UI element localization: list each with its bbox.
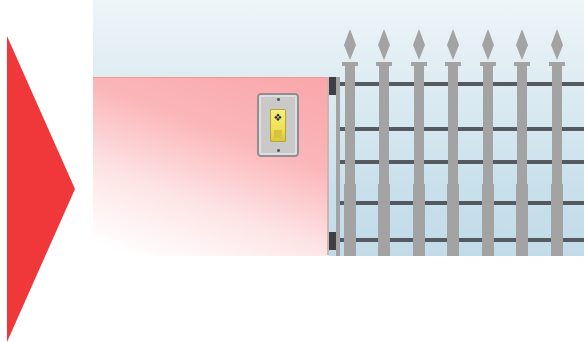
fence-rail-2	[336, 127, 584, 131]
fence-picket	[445, 29, 461, 256]
picket-base	[482, 184, 494, 256]
fence-picket	[342, 29, 358, 256]
fence-rail-1	[336, 82, 584, 86]
fence-picket	[376, 29, 392, 256]
picket-collar	[342, 62, 358, 66]
picket-spear-tip	[378, 29, 390, 60]
picket-shaft	[379, 66, 389, 184]
picket-spear-tip	[413, 29, 425, 60]
picket-base	[413, 184, 425, 256]
picket-shaft	[414, 66, 424, 184]
picket-collar	[445, 62, 461, 66]
picket-base	[344, 184, 356, 256]
picket-base	[378, 184, 390, 256]
picket-shaft	[345, 66, 355, 184]
fence-picket	[480, 29, 496, 256]
fence-pickets	[342, 29, 565, 256]
picket-shaft	[552, 66, 562, 184]
fence-picket	[549, 29, 565, 256]
picket-spear-tip	[447, 29, 459, 60]
picket-spear-tip	[551, 29, 563, 60]
picket-collar	[376, 62, 392, 66]
fence-rail-3	[336, 160, 584, 164]
picket-shaft	[517, 66, 527, 184]
fence-rail-4	[336, 201, 584, 205]
fence-rails	[336, 82, 584, 242]
picket-spear-tip	[344, 29, 356, 60]
picket-base	[516, 184, 528, 256]
fence-picket	[411, 29, 427, 256]
picket-collar	[411, 62, 427, 66]
picket-collar	[480, 62, 496, 66]
fence-post	[329, 77, 340, 256]
picket-shaft	[483, 66, 493, 184]
picket-collar	[514, 62, 530, 66]
fence-rail-5	[336, 238, 584, 242]
picket-spear-tip	[482, 29, 494, 60]
post-bracket-top	[329, 77, 336, 95]
picket-base	[551, 184, 563, 256]
post-bracket-bottom	[329, 232, 336, 250]
picket-spear-tip	[516, 29, 528, 60]
picket-shaft	[448, 66, 458, 184]
fence-picket	[514, 29, 530, 256]
picket-collar	[549, 62, 565, 66]
picket-base	[447, 184, 459, 256]
post-bar	[336, 77, 340, 256]
